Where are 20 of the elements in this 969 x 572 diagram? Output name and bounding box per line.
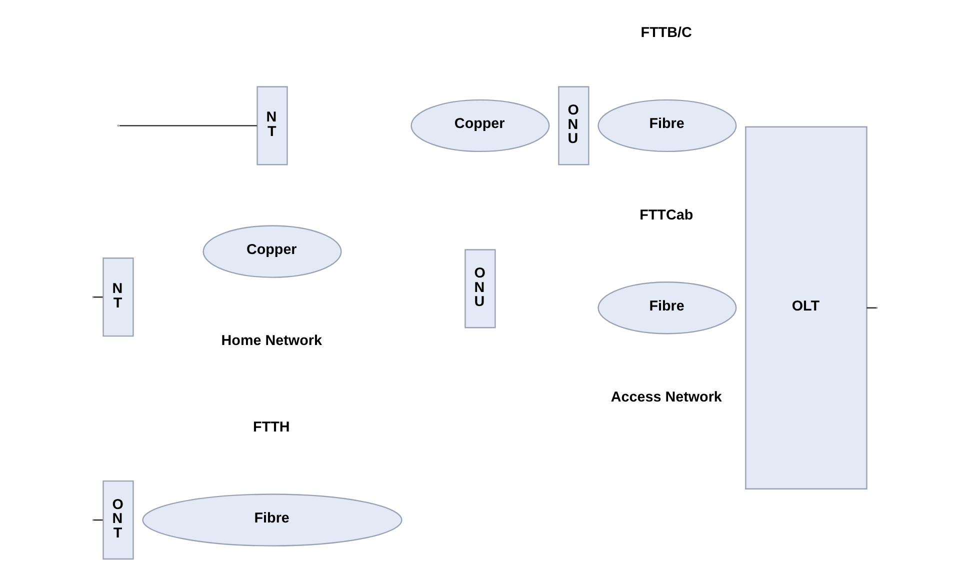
node-ellipse: Fibre <box>142 494 402 546</box>
connector <box>866 307 876 308</box>
node-ellipse: Copper <box>410 99 550 152</box>
node-ellipse: Fibre <box>597 282 736 334</box>
node-box: ONT <box>102 480 134 560</box>
node-box: NT <box>102 258 134 337</box>
connector <box>93 296 102 298</box>
node-ellipse: Fibre <box>597 99 736 152</box>
node-box: OLT <box>744 126 867 490</box>
label: Home Network <box>220 333 322 350</box>
label: FTTCab <box>639 207 693 224</box>
label: Access Network <box>610 389 722 406</box>
connector <box>119 125 256 126</box>
label: FTTH <box>252 419 290 436</box>
node-ellipse: Copper <box>202 225 342 278</box>
label: FTTB/C <box>640 25 692 42</box>
connector <box>93 519 102 521</box>
node-box: NT <box>256 86 288 166</box>
node-box: ONU <box>464 249 496 328</box>
node-box: ONU <box>558 86 589 166</box>
